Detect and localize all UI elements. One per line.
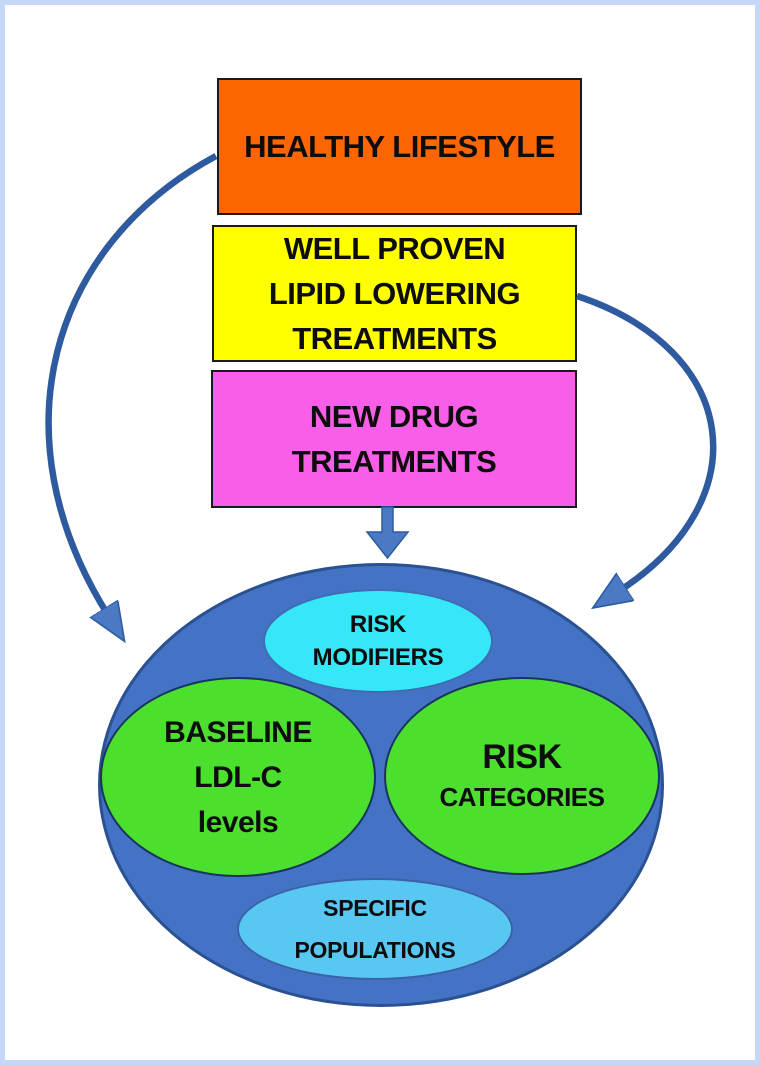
healthy-lifestyle-label: HEALTHY LIFESTYLE: [244, 129, 555, 164]
specific-populations-line-1: SPECIFIC: [323, 895, 427, 921]
left-curved-arrow: [45, 153, 218, 615]
right-curved-arrow: [575, 292, 717, 591]
baseline-ldl-c-ellipse: BASELINE LDL-C levels: [100, 677, 376, 877]
new-drug-line-2: TREATMENTS: [291, 444, 497, 479]
risk-modifiers-line-2: MODIFIERS: [312, 644, 444, 671]
lipid-box-line-2: LIPID LOWERING: [268, 276, 521, 311]
risk-modifiers-line-1: RISK: [349, 611, 407, 638]
specific-populations-line-2: POPULATIONS: [294, 937, 456, 963]
risk-categories-line-2: CATEGORIES: [439, 782, 605, 812]
baseline-line-2: LDL-C: [194, 760, 282, 794]
baseline-line-3: levels: [197, 805, 279, 839]
healthy-lifestyle-box: HEALTHY LIFESTYLE: [217, 78, 582, 215]
lipid-box-line-1: WELL PROVEN: [283, 231, 506, 266]
baseline-line-1: BASELINE: [164, 715, 312, 749]
risk-categories-ellipse: RISK CATEGORIES: [384, 677, 660, 875]
lipid-lowering-treatments-box: WELL PROVEN LIPID LOWERING TREATMENTS: [212, 225, 577, 362]
lipid-box-line-3: TREATMENTS: [292, 321, 497, 356]
new-drug-line-1: NEW DRUG: [309, 399, 479, 434]
new-drug-treatments-box: NEW DRUG TREATMENTS: [211, 370, 577, 508]
risk-categories-line-1: RISK: [482, 738, 562, 776]
specific-populations-ellipse: SPECIFIC POPULATIONS: [237, 878, 513, 980]
risk-modifiers-ellipse: RISK MODIFIERS: [263, 589, 493, 693]
center-down-arrow: [365, 506, 410, 560]
